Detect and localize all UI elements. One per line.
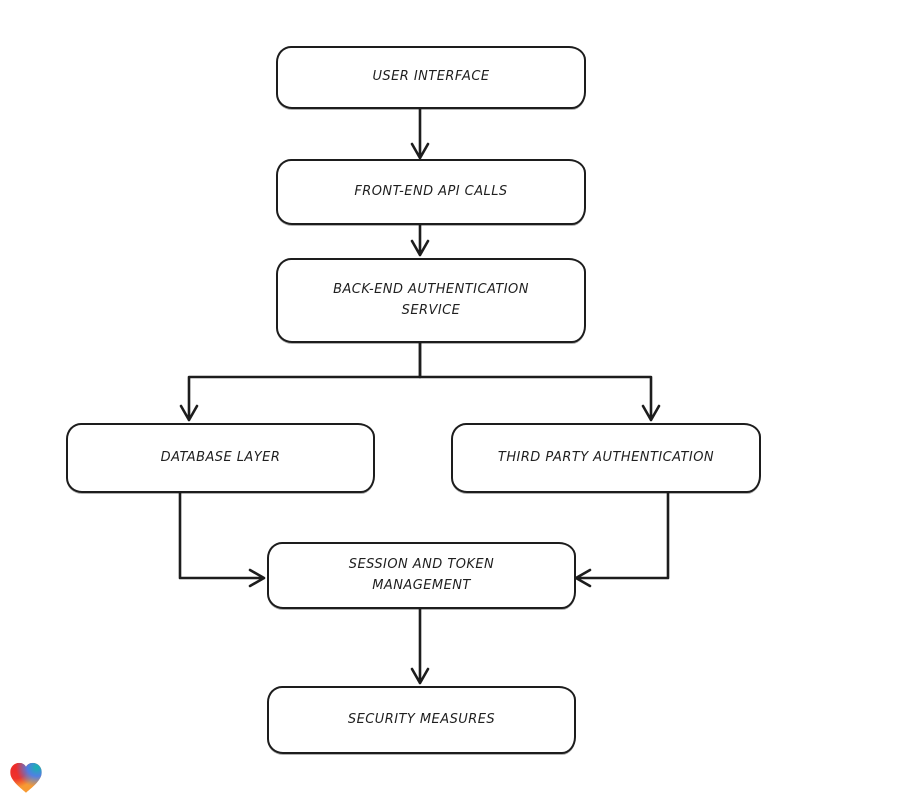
node-label: USER INTERFACE <box>372 69 490 85</box>
node-label: SECURITY MEASURES <box>347 711 496 727</box>
node-user-interface: USER INTERFACE <box>276 46 586 109</box>
node-security-measures: SECURITY MEASURES <box>267 686 576 754</box>
node-third-party-authentication: THIRD PARTY AUTHENTICATION <box>451 423 761 493</box>
node-label: DATABASE LAYER <box>160 449 281 465</box>
node-session-and-token-management: SESSION AND TOKEN MANAGEMENT <box>267 542 576 609</box>
edge-back-end-to-database <box>179 338 422 422</box>
edge-third-party-to-session <box>574 488 670 588</box>
edge-session-to-security <box>410 604 430 685</box>
node-front-end-api-calls: FRONT-END API CALLS <box>276 159 586 225</box>
edge-database-to-session <box>178 488 266 588</box>
node-database-layer: DATABASE LAYER <box>66 423 375 493</box>
node-label: SESSION AND TOKEN MANAGEMENT <box>348 557 495 593</box>
node-label: FRONT-END API CALLS <box>354 183 508 199</box>
node-label: BACK-END AUTHENTICATION SERVICE <box>333 282 529 318</box>
edge-back-end-to-third-party <box>418 338 661 422</box>
edge-user-interface-to-front-end <box>410 104 430 160</box>
edge-front-end-to-back-end <box>410 220 430 257</box>
node-label: THIRD PARTY AUTHENTICATION <box>497 449 715 465</box>
node-back-end-authentication-service: BACK-END AUTHENTICATION SERVICE <box>276 258 586 343</box>
lovable-heart-logo <box>10 762 42 793</box>
